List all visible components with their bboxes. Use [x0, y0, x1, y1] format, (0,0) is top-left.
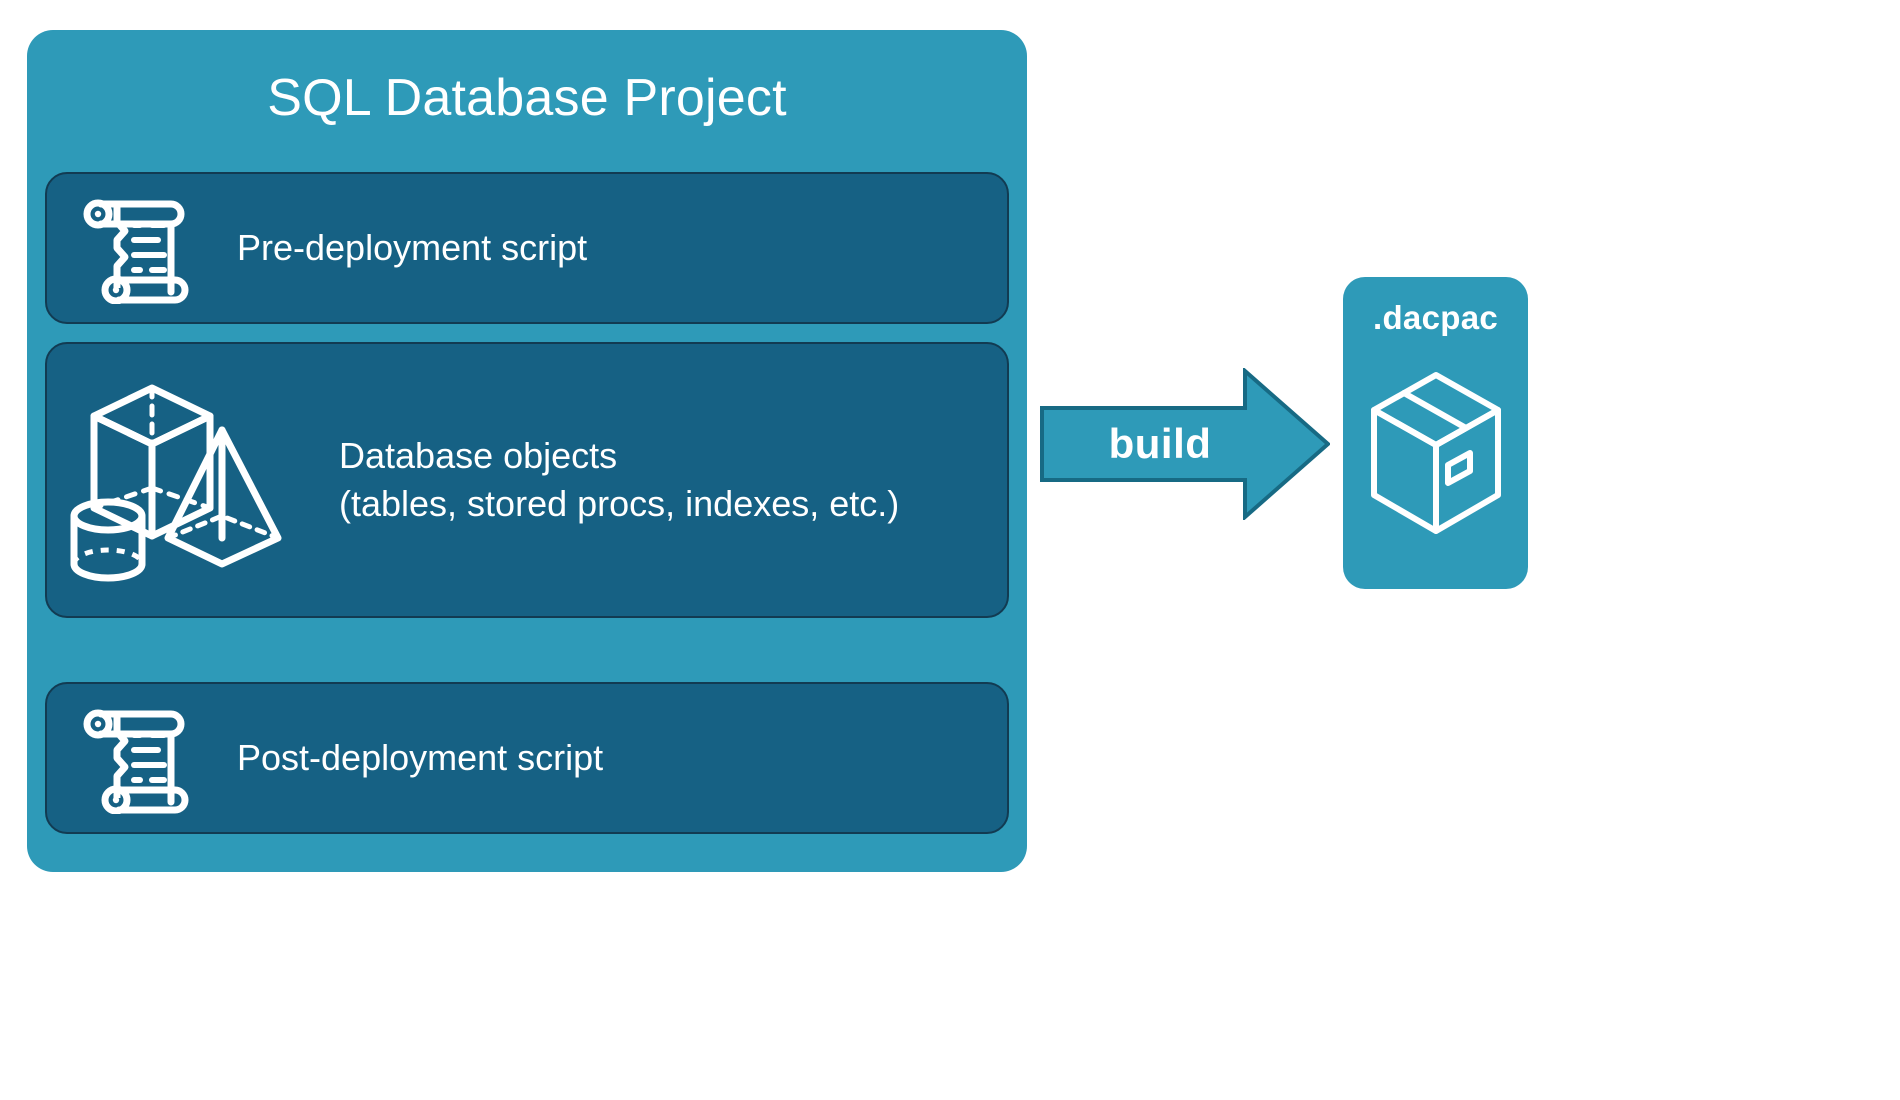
card-post-deployment-script: Post-deployment script	[45, 682, 1009, 834]
scroll-icon	[55, 698, 215, 818]
package-box-icon	[1366, 355, 1506, 560]
dacpac-output-panel: .dacpac	[1343, 277, 1528, 589]
card-label-post-deployment: Post-deployment script	[237, 736, 604, 778]
page-title: SQL Database Project	[267, 69, 787, 127]
card-label-database-objects: Database objects (tables, stored procs, …	[339, 434, 900, 524]
sql-database-project-panel: SQL Database Project	[27, 30, 1027, 872]
right-arrow-icon	[1040, 366, 1332, 522]
card-label-pre-deployment: Pre-deployment script	[237, 226, 588, 268]
dacpac-label: .dacpac	[1373, 299, 1498, 336]
scroll-icon	[55, 188, 215, 308]
shapes-icon	[51, 365, 321, 595]
card-database-objects: Database objects (tables, stored procs, …	[45, 342, 1009, 618]
card-pre-deployment-script: Pre-deployment script	[45, 172, 1009, 324]
